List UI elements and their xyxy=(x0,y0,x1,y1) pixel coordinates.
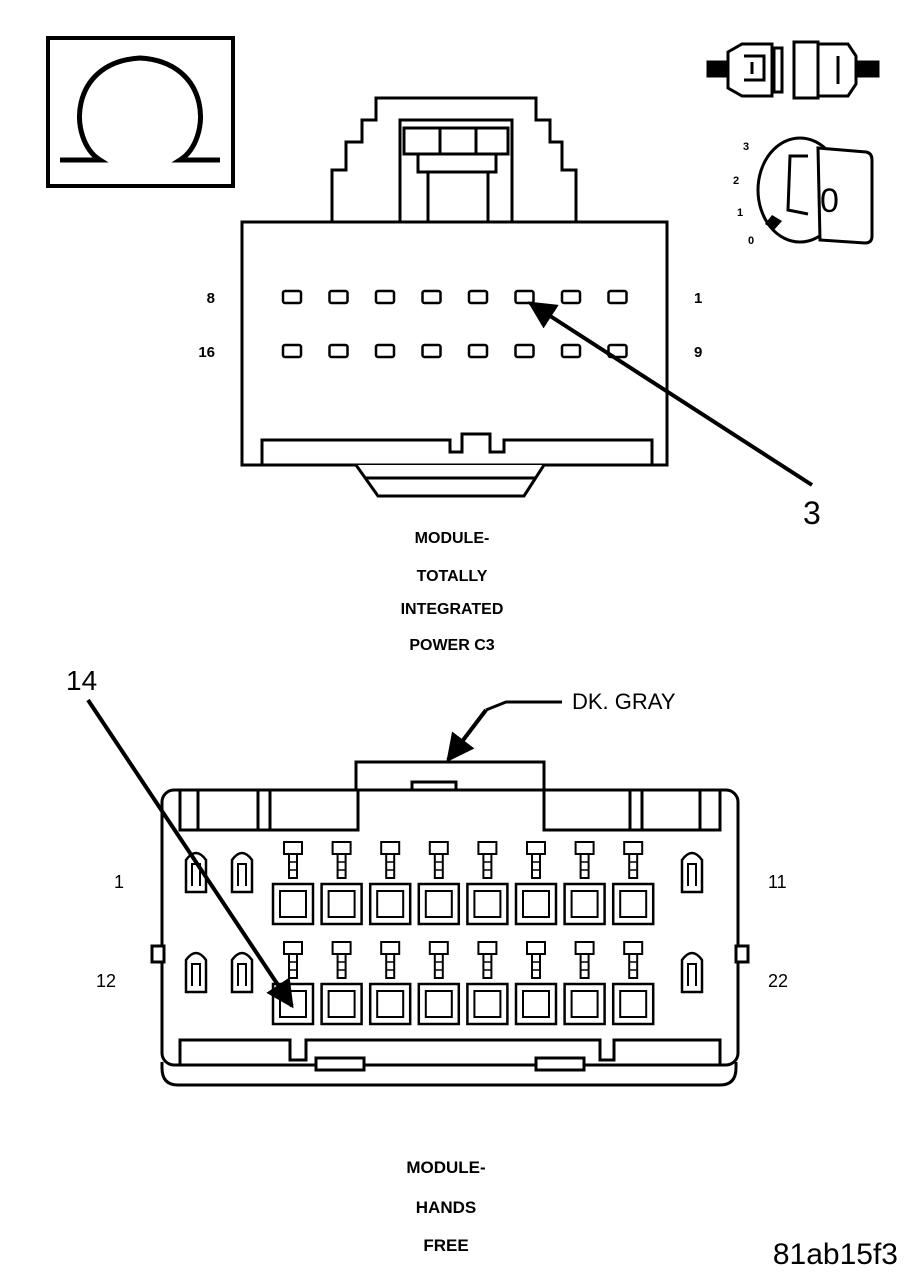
c3-pin-grid xyxy=(281,289,628,359)
hf-pin-label-22: 22 xyxy=(768,971,788,991)
callout-arrow-3 xyxy=(527,301,814,487)
hf-caption-line-1: MODULE- xyxy=(406,1158,485,1177)
c3-caption: MODULE- TOTALLY INTEGRATED POWER C3 xyxy=(401,530,504,654)
ignition-position-3: 3 xyxy=(743,141,749,153)
ignition-key-label: 0 xyxy=(820,182,839,220)
ignition-key-icon: 3 2 1 0 0 xyxy=(733,136,874,247)
hf-pin-terminal xyxy=(563,941,606,1026)
c3-pin-cavity xyxy=(560,289,582,305)
c3-pin-cavity xyxy=(374,343,396,359)
c3-pin-cavity xyxy=(374,289,396,305)
c3-pin-cavity xyxy=(560,343,582,359)
hf-pin-terminal xyxy=(320,941,363,1026)
connector-c3 xyxy=(240,96,669,498)
color-label: DK. GRAY xyxy=(572,689,676,714)
hf-pin-terminal xyxy=(611,841,655,926)
hands-free-caption: MODULE- HANDS FREE xyxy=(406,1158,485,1255)
c3-pin-label-1: 1 xyxy=(694,290,702,307)
c3-pin-cavity xyxy=(514,289,535,305)
c3-pin-cavity xyxy=(467,289,489,305)
hf-caption-line-2: HANDS xyxy=(416,1198,476,1217)
hf-pin-terminal xyxy=(466,841,509,926)
hf-pin-terminal xyxy=(611,941,655,1026)
c3-pin-cavity xyxy=(607,289,628,305)
hf-caption-line-3: FREE xyxy=(423,1236,468,1255)
hf-pin-label-1: 1 xyxy=(114,872,124,892)
hf-pin-terminal xyxy=(417,841,461,926)
hf-pin-terminal xyxy=(563,841,606,926)
hf-pin-terminal xyxy=(368,841,412,926)
hf-pin-terminal xyxy=(514,841,558,926)
hf-pin-label-11: 11 xyxy=(768,872,787,892)
connector-hands-free xyxy=(150,760,750,1087)
hf-pin-terminal xyxy=(271,841,315,926)
c3-pin-cavity xyxy=(421,289,442,305)
c3-pin-cavity xyxy=(421,343,442,359)
c3-pin-label-9: 9 xyxy=(694,344,702,361)
c3-pin-cavity xyxy=(281,289,303,305)
color-leader-line xyxy=(485,700,562,712)
hf-pin-terminal xyxy=(368,941,412,1026)
c3-caption-line-4: POWER C3 xyxy=(409,637,494,654)
hf-pin-terminal xyxy=(320,841,363,926)
ignition-position-1: 1 xyxy=(737,207,743,219)
c3-pin-cavity xyxy=(514,343,535,359)
hf-side-latch xyxy=(230,851,254,894)
c3-caption-line-1: MODULE- xyxy=(415,530,490,547)
c3-pin-cavity xyxy=(607,343,628,359)
hf-pin-label-12: 12 xyxy=(96,971,116,991)
c3-caption-line-2: TOTALLY xyxy=(417,568,488,585)
hf-side-latch xyxy=(680,851,704,894)
ignition-position-2: 2 xyxy=(733,175,739,187)
hf-side-latch xyxy=(184,951,208,994)
figure-id: 81ab15f3 xyxy=(773,1238,898,1271)
callout-3: 3 xyxy=(803,495,821,531)
hf-pin-terminal xyxy=(514,941,558,1026)
ignition-position-0: 0 xyxy=(748,235,754,247)
hf-pin-terminal xyxy=(466,941,509,1026)
c3-pin-label-16: 16 xyxy=(198,344,215,361)
c3-pin-cavity xyxy=(328,289,349,305)
c3-pin-cavity xyxy=(467,343,489,359)
c3-pin-label-8: 8 xyxy=(207,290,215,307)
hands-free-pin-grid xyxy=(184,841,704,1026)
callout-14: 14 xyxy=(66,665,97,696)
ohm-symbol-icon xyxy=(46,36,235,188)
hf-side-latch xyxy=(680,951,704,994)
hf-pin-terminal xyxy=(417,941,461,1026)
c3-pin-cavity xyxy=(328,343,349,359)
color-leader-arrow xyxy=(446,708,488,763)
c3-caption-line-3: INTEGRATED xyxy=(401,601,504,618)
hf-side-latch xyxy=(230,951,254,994)
unplugged-connector-icon xyxy=(706,40,880,100)
callout-arrow-14 xyxy=(86,698,294,1009)
c3-pin-cavity xyxy=(281,343,303,359)
